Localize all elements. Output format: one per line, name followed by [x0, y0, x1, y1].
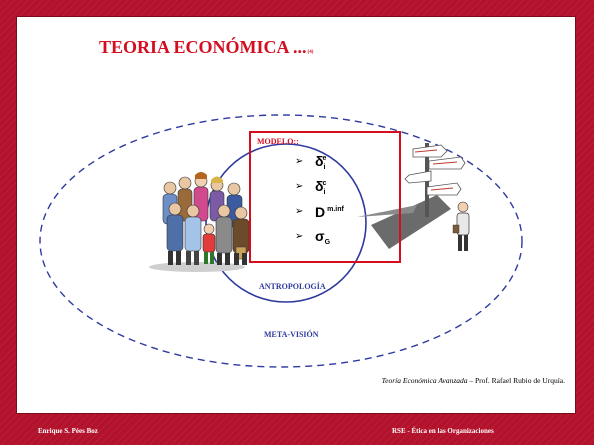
diagram-canvas — [39, 114, 523, 368]
slide-title: TEORIA ECONÓMICA ...(4) — [99, 37, 313, 58]
citation-separator: – — [467, 376, 476, 385]
slide: TEORIA ECONÓMICA ...(4) — [16, 16, 576, 414]
citation-author: Prof. Rafael Rubio de Urquía. — [475, 376, 565, 385]
anthropology-circle — [205, 143, 367, 303]
equation-symbol: σG — [315, 227, 331, 246]
title-suffix: (4) — [307, 50, 314, 55]
citation: Teoría Económica Avanzada – Prof. Rafael… — [382, 376, 565, 385]
signpost-clipart — [357, 143, 470, 251]
equation-symbol: δie — [315, 152, 327, 171]
equation-symbol: δic — [315, 177, 327, 196]
title-text: TEORIA ECONÓMICA ... — [99, 37, 307, 57]
model-label: MODELO:: — [257, 137, 299, 146]
meta-vision-label: META-VISIÓN — [264, 330, 319, 339]
equation-item: ➢ δic — [295, 174, 344, 199]
arrow-bullet-icon: ➢ — [295, 181, 304, 192]
citation-work: Teoría Económica Avanzada — [381, 376, 468, 385]
arrow-bullet-icon: ➢ — [295, 231, 304, 242]
equation-item: ➢ δie — [295, 149, 344, 174]
footer-course: RSE - Ética en las Organizaciones — [392, 427, 494, 435]
arrow-bullet-icon: ➢ — [295, 206, 304, 217]
crowd-clipart — [149, 172, 250, 272]
meta-vision-ellipse — [39, 114, 523, 368]
anthropology-label: ANTROPOLOGÍA — [259, 282, 326, 291]
footer-author: Enrique S. Pées Boz — [38, 427, 98, 435]
equation-item: ➢ σG — [295, 224, 344, 249]
arrow-bullet-icon: ➢ — [295, 156, 304, 167]
